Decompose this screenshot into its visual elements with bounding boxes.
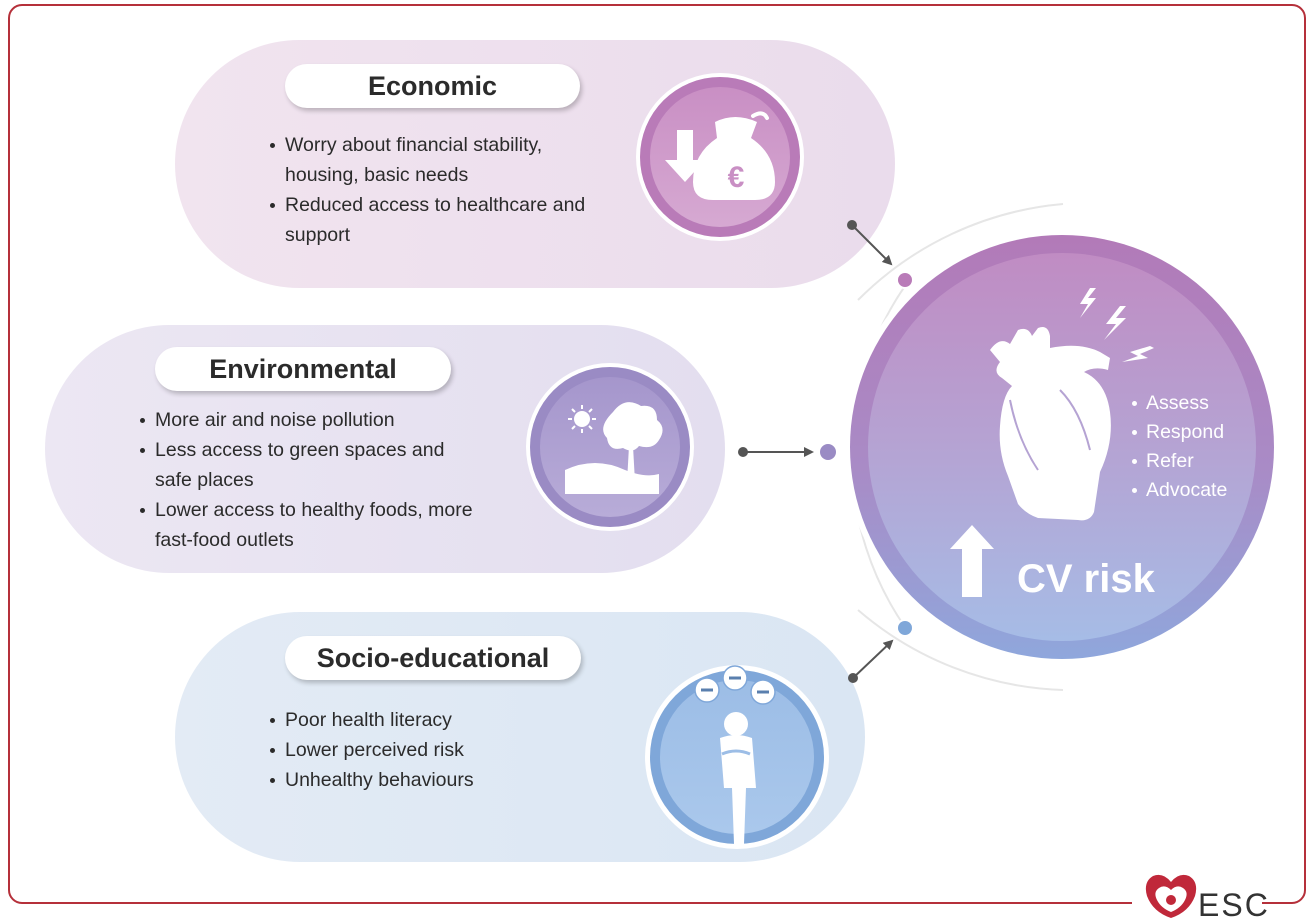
euro-symbol: € — [728, 161, 745, 194]
hub-action: Advocate — [1130, 476, 1227, 505]
economic-bullet: Worry about financial stability, housing… — [268, 130, 608, 190]
environmental-bullet: More air and noise pollution — [138, 405, 478, 435]
esc-logo-text: ESC — [1198, 887, 1270, 923]
heart-lightning-icon — [990, 288, 1154, 521]
hub-action: Respond — [1130, 418, 1227, 447]
hub-action: Assess — [1130, 389, 1227, 418]
socio-educational-bullet: Unhealthy behaviours — [268, 765, 608, 795]
economic-title: Economic — [285, 64, 580, 108]
outer-frame — [8, 4, 1306, 904]
outer-arc-bottom — [857, 609, 1064, 691]
connector-end-dot — [898, 273, 912, 287]
tree-landscape-icon — [525, 362, 695, 532]
connector-economic — [847, 220, 914, 289]
connector-environmental — [738, 442, 838, 462]
cv-risk-label: CV risk — [1017, 557, 1155, 601]
connector-end-dot — [820, 444, 836, 460]
esc-heart-logo-icon — [1145, 874, 1197, 918]
environmental-bullet-list: More air and noise pollution Less access… — [138, 405, 478, 555]
socio-educational-title: Socio-educational — [285, 636, 581, 680]
environmental-title: Environmental — [155, 347, 451, 391]
socio-educational-bullet: Poor health literacy — [268, 705, 608, 735]
up-arrow-icon — [950, 525, 994, 597]
money-bag-euro-icon: € — [635, 72, 805, 242]
economic-bullet-list: Worry about financial stability, housing… — [268, 130, 608, 250]
economic-bullet: Reduced access to healthcare and support — [268, 190, 608, 250]
confused-person-icon — [644, 664, 830, 850]
hub-action: Refer — [1130, 447, 1227, 476]
socio-educational-bullet: Lower perceived risk — [268, 735, 608, 765]
hub-action-list: Assess Respond Refer Advocate — [1130, 389, 1227, 505]
connector-end-dot — [898, 621, 912, 635]
connector-socio-educational — [848, 619, 914, 683]
outer-arc-top — [857, 203, 1064, 301]
socio-educational-bullet-list: Poor health literacy Lower perceived ris… — [268, 705, 608, 795]
environmental-bullet: Less access to green spaces and safe pla… — [138, 435, 478, 495]
environmental-bullet: Lower access to healthy foods, more fast… — [138, 495, 478, 555]
